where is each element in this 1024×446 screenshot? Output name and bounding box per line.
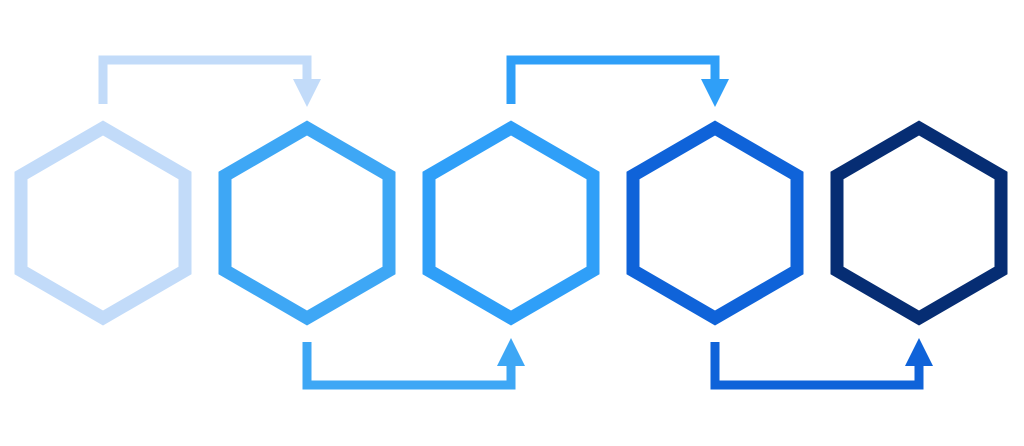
connector-line <box>506 55 720 104</box>
hexagon-step-4 <box>626 120 804 326</box>
connector-line <box>302 342 516 390</box>
hexagon-step-2 <box>218 120 396 326</box>
connector-step-2-to-step-3 <box>302 338 525 390</box>
hexagon-step-3 <box>422 120 600 326</box>
connector-step-3-to-step-4 <box>506 55 729 107</box>
arrowhead-icon <box>701 79 729 107</box>
connector-step-1-to-step-2 <box>98 55 321 107</box>
arrowhead-icon <box>293 79 321 107</box>
hexagon-step-1 <box>14 120 192 326</box>
connector-line <box>710 342 924 390</box>
connector-step-4-to-step-5 <box>710 338 933 390</box>
hexagon-step-5 <box>830 120 1008 326</box>
arrowhead-icon <box>497 338 525 366</box>
step-connectors <box>98 55 933 390</box>
connector-line <box>98 55 312 104</box>
arrowhead-icon <box>905 338 933 366</box>
hexagon-steps <box>14 120 1008 326</box>
